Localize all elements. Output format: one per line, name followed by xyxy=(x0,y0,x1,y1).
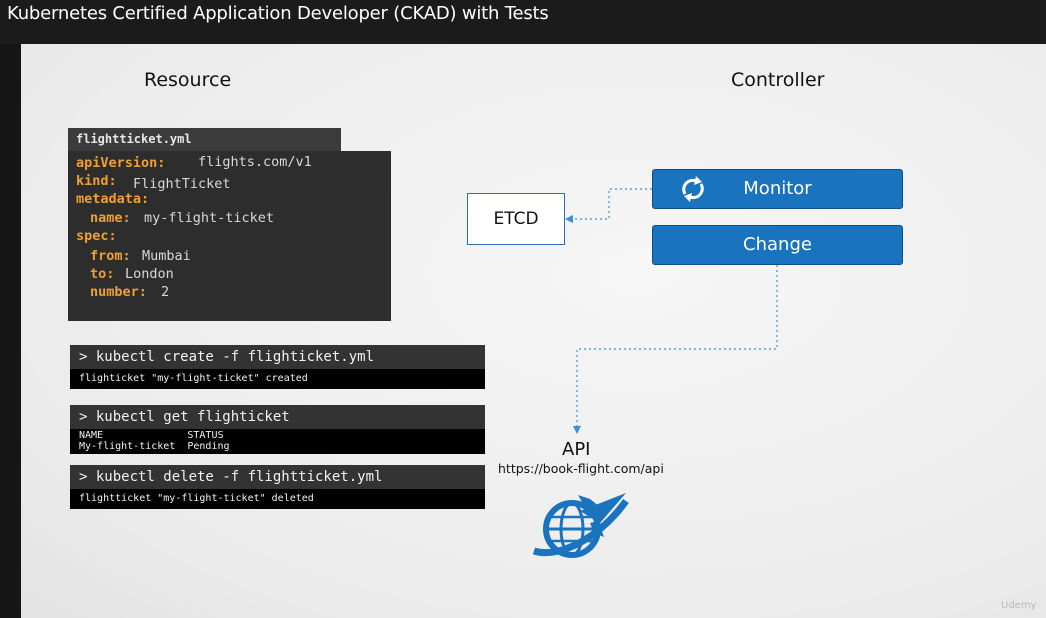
terminal-delete: > kubectl delete -f flightticket.yml fli… xyxy=(70,465,485,509)
monitor-to-etcd-connector xyxy=(571,188,652,220)
yaml-key: metadata: xyxy=(76,191,150,207)
api-label: API xyxy=(562,439,591,460)
yaml-key: number: xyxy=(90,284,147,300)
yaml-key: kind: xyxy=(76,173,117,189)
change-to-api-connector xyxy=(576,265,778,428)
terminal-output-line: My-flight-ticket Pending xyxy=(79,441,230,452)
terminal-command: > kubectl get flighticket xyxy=(70,405,485,429)
title-bar: Kubernetes Certified Application Develop… xyxy=(0,0,1046,44)
terminal-output-line: NAME STATUS xyxy=(79,430,224,441)
etcd-box: ETCD xyxy=(467,193,565,245)
terminal-output-line: flightticket "my-flight-ticket" deleted xyxy=(79,493,314,504)
terminal-get: > kubectl get flighticket NAME STATUS My… xyxy=(70,405,485,454)
yaml-key: to: xyxy=(90,266,115,282)
yaml-value: 2 xyxy=(161,284,170,300)
terminal-command: > kubectl delete -f flightticket.yml xyxy=(70,465,485,489)
monitor-box: Monitor xyxy=(652,169,903,209)
yaml-key: spec: xyxy=(76,228,117,244)
terminal-create: > kubectl create -f flighticket.yml flig… xyxy=(70,345,485,389)
yaml-key: from: xyxy=(90,248,131,264)
change-box: Change xyxy=(652,225,903,265)
course-title: Kubernetes Certified Application Develop… xyxy=(7,3,549,24)
yaml-value: FlightTicket xyxy=(133,176,231,192)
terminal-output-line: flighticket "my-flight-ticket" created xyxy=(79,373,308,384)
connector-lines xyxy=(565,188,778,434)
yaml-key: apiVersion: xyxy=(76,155,166,171)
udemy-watermark: Udemy xyxy=(1001,600,1037,611)
yaml-editor: apiVersion: flights.com/v1 kind: FlightT… xyxy=(68,151,391,321)
yaml-value: my-flight-ticket xyxy=(144,210,275,226)
yaml-value: flights.com/v1 xyxy=(198,154,312,170)
sync-icon xyxy=(682,176,704,202)
yaml-value: London xyxy=(125,266,174,282)
etcd-arrowhead xyxy=(565,215,573,223)
yaml-value: Mumbai xyxy=(142,248,191,264)
terminal-command: > kubectl create -f flighticket.yml xyxy=(70,345,485,369)
slide-canvas: Resource Controller flightticket.yml api… xyxy=(21,44,1046,618)
api-arrowhead xyxy=(573,426,581,434)
controller-heading: Controller xyxy=(731,69,825,91)
yaml-key: name: xyxy=(90,210,131,226)
globe-airplane-icon xyxy=(532,493,629,558)
monitor-label: Monitor xyxy=(743,178,812,199)
yaml-filename-tab: flightticket.yml xyxy=(68,128,341,151)
resource-heading: Resource xyxy=(144,69,232,91)
api-url: https://book-flight.com/api xyxy=(498,461,664,476)
